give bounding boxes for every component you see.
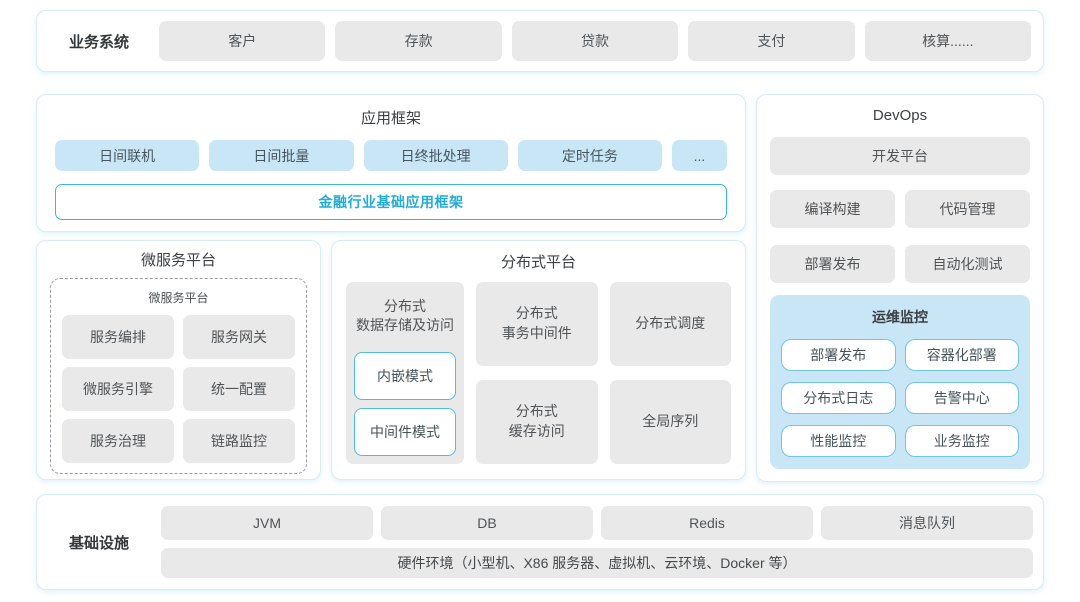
module-scheduled-task: 定时任务 [517, 140, 662, 171]
distributed-title: 分布式平台 [500, 254, 576, 271]
app-framework-title: 应用框架 [360, 110, 421, 127]
microservice-panel: 微服务平台 微服务平台 服务编排 服务网关 微服务引擎 统一配置 服务治理 链路… [36, 240, 321, 480]
dist-storage-label: 分布式 数据存储及访问 [356, 298, 454, 333]
infrastructure-label: 基础设施 [68, 534, 129, 552]
dist-middleware-mode: 中间件模式 [354, 408, 456, 456]
devops-tools-grid: 编译构建 代码管理 部署发布 自动化测试 [770, 190, 1030, 283]
infrastructure-row: JVM DB Redis 消息队列 [161, 506, 1033, 540]
mon-deploy-release: 部署发布 [781, 339, 896, 371]
devops-code-mgmt: 代码管理 [905, 190, 1030, 228]
dist-data-storage-access: 分布式 数据存储及访问 内嵌模式 中间件模式 [346, 282, 464, 464]
middle-section: 应用框架 日间联机 日间批量 日终批处理 定时任务 ... 金融行业基础应用框架… [36, 94, 1044, 482]
mon-distributed-log: 分布式日志 [781, 382, 896, 414]
diagram-content: 业务系统 客户 存款 贷款 支付 核算...... 应用框架 日间联机 日间批量… [36, 10, 1044, 590]
dist-cache-access: 分布式 缓存访问 [476, 380, 598, 464]
devops-dev-platform: 开发平台 [770, 137, 1030, 175]
microservice-inner-title: 微服务平台 [148, 291, 209, 305]
business-item-loan: 贷款 [511, 21, 679, 61]
mon-alert-center: 告警中心 [904, 382, 1019, 414]
business-item-deposit: 存款 [335, 21, 502, 61]
app-framework-panel: 应用框架 日间联机 日间批量 日终批处理 定时任务 ... 金融行业基础应用框架 [36, 94, 746, 232]
module-more: ... [672, 140, 727, 171]
microservice-inner-box: 微服务平台 服务编排 服务网关 微服务引擎 统一配置 服务治理 链路监控 [50, 278, 307, 474]
mon-business-monitor: 业务监控 [904, 425, 1019, 457]
platform-row: 微服务平台 微服务平台 服务编排 服务网关 微服务引擎 统一配置 服务治理 链路… [36, 240, 746, 480]
ms-service-governance: 服务治理 [62, 419, 174, 463]
ops-monitoring-title: 运维监控 [872, 309, 928, 325]
business-item-customer: 客户 [159, 21, 326, 61]
devops-title: DevOps [872, 107, 928, 124]
dist-scheduler: 分布式调度 [609, 282, 731, 366]
ops-monitoring-grid: 部署发布 容器化部署 分布式日志 告警中心 性能监控 业务监控 [781, 339, 1019, 457]
middle-left-column: 应用框架 日间联机 日间批量 日终批处理 定时任务 ... 金融行业基础应用框架… [36, 94, 746, 482]
infra-jvm: JVM [161, 506, 373, 540]
mon-perf-monitor: 性能监控 [781, 425, 896, 457]
devops-panel: DevOps 开发平台 编译构建 代码管理 部署发布 自动化测试 运维监控 部署… [756, 94, 1044, 482]
dist-transaction-middleware: 分布式 事务中间件 [476, 282, 598, 366]
devops-auto-test: 自动化测试 [905, 245, 1030, 283]
infra-message-queue: 消息队列 [821, 506, 1033, 540]
microservice-grid: 服务编排 服务网关 微服务引擎 统一配置 服务治理 链路监控 [62, 315, 295, 463]
microservice-title: 微服务平台 [140, 252, 216, 269]
infra-redis: Redis [601, 506, 813, 540]
infra-db: DB [381, 506, 593, 540]
infrastructure-panel: 基础设施 JVM DB Redis 消息队列 硬件环境（小型机、X86 服务器、… [36, 494, 1044, 590]
business-item-accounting: 核算...... [864, 21, 1032, 61]
module-daytime-batch: 日间批量 [209, 140, 354, 171]
ms-trace-monitor: 链路监控 [183, 419, 295, 463]
business-systems-label: 业务系统 [68, 33, 129, 51]
module-daytime-online: 日间联机 [55, 140, 200, 171]
distributed-panel: 分布式平台 分布式 数据存储及访问 内嵌模式 中间件模式 分布式 事务中间件 分… [331, 240, 746, 480]
ms-microservice-engine: 微服务引擎 [62, 367, 174, 411]
mon-container-deploy: 容器化部署 [904, 339, 1019, 371]
finance-base-framework-bar: 金融行业基础应用框架 [55, 184, 727, 220]
business-systems-panel: 业务系统 客户 存款 贷款 支付 核算...... [36, 10, 1044, 72]
infrastructure-content: JVM DB Redis 消息队列 硬件环境（小型机、X86 服务器、虚拟机、云… [161, 506, 1033, 578]
hardware-environment-bar: 硬件环境（小型机、X86 服务器、虚拟机、云环境、Docker 等） [161, 548, 1033, 578]
devops-deploy: 部署发布 [770, 245, 895, 283]
dist-global-sequence: 全局序列 [609, 380, 731, 464]
ops-monitoring-block: 运维监控 部署发布 容器化部署 分布式日志 告警中心 性能监控 业务监控 [770, 295, 1030, 469]
ms-unified-config: 统一配置 [183, 367, 295, 411]
distributed-grid: 分布式 数据存储及访问 内嵌模式 中间件模式 分布式 事务中间件 分布式调度 分… [346, 282, 731, 464]
module-eod-batch: 日终批处理 [363, 140, 508, 171]
business-item-payment: 支付 [688, 21, 855, 61]
app-framework-modules: 日间联机 日间批量 日终批处理 定时任务 ... [55, 140, 727, 171]
ms-service-orchestration: 服务编排 [62, 315, 174, 359]
devops-build: 编译构建 [770, 190, 895, 228]
ms-service-gateway: 服务网关 [183, 315, 295, 359]
dist-embedded-mode: 内嵌模式 [354, 352, 456, 400]
